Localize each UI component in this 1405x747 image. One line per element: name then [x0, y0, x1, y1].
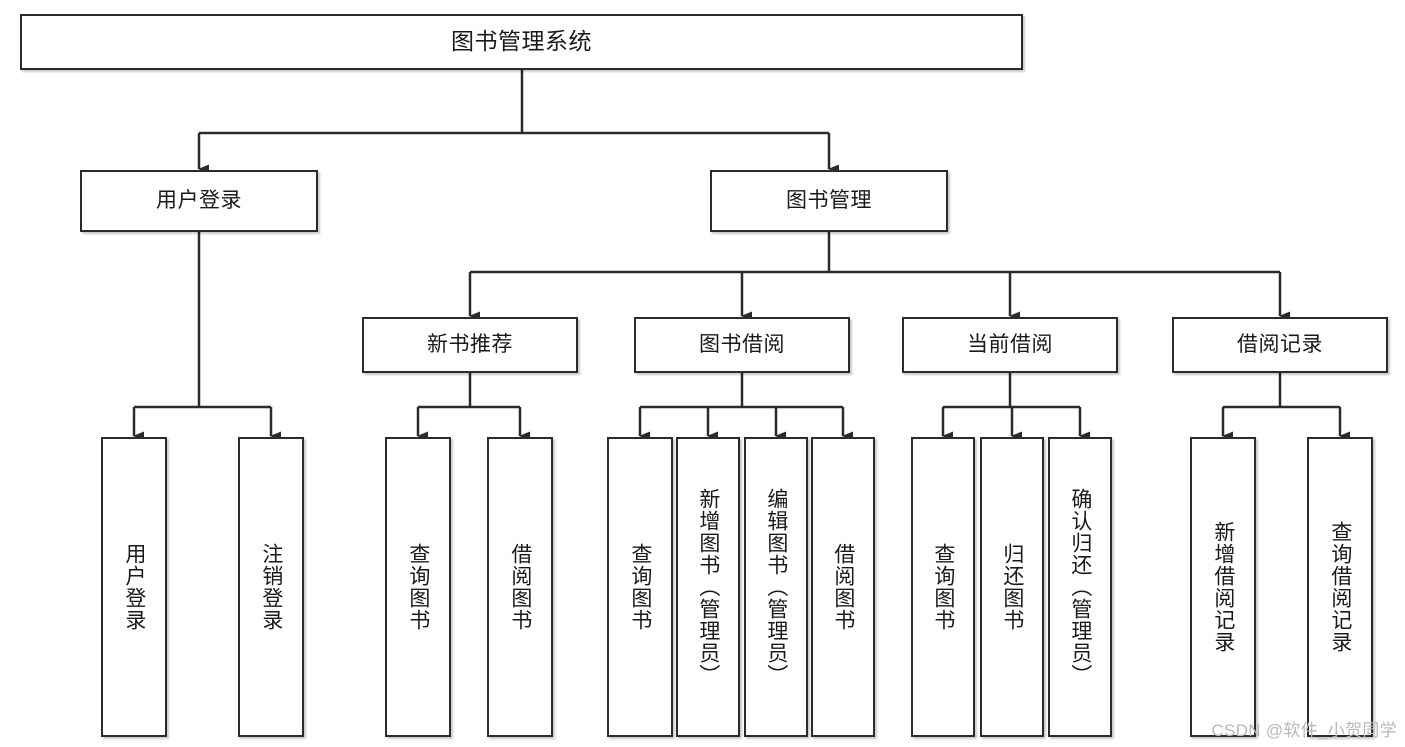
- node-box-leaf-user-login[interactable]: 用户登录: [101, 437, 167, 737]
- connector-group: [132, 70, 1350, 441]
- node-label-leaf-add-record: 新增借阅记录: [1211, 521, 1235, 653]
- node-label-leaf-borrow-book-2: 借阅图书: [831, 543, 855, 631]
- node-label-leaf-query-book-1: 查询图书: [406, 543, 430, 631]
- node-box-borrow-record[interactable]: 借阅记录: [1172, 317, 1388, 373]
- node-label-leaf-edit-book: 编辑图书（管理员）: [764, 488, 788, 686]
- node-label-borrow-record: 借阅记录: [1237, 333, 1323, 357]
- node-box-book-manage[interactable]: 图书管理: [710, 170, 948, 232]
- node-box-leaf-add-record[interactable]: 新增借阅记录: [1190, 437, 1256, 737]
- node-box-leaf-query-record[interactable]: 查询借阅记录: [1307, 437, 1373, 737]
- node-box-root[interactable]: 图书管理系统: [20, 14, 1023, 70]
- node-box-leaf-user-logout[interactable]: 注销登录: [238, 437, 304, 737]
- node-box-user-login[interactable]: 用户登录: [80, 170, 318, 232]
- node-box-leaf-query-book-3[interactable]: 查询图书: [911, 437, 975, 737]
- node-label-leaf-user-logout: 注销登录: [259, 543, 283, 631]
- node-label-root: 图书管理系统: [451, 28, 592, 55]
- node-label-leaf-add-book: 新增图书（管理员）: [696, 488, 720, 686]
- node-label-leaf-query-record: 查询借阅记录: [1328, 521, 1352, 653]
- node-box-leaf-borrow-book-1[interactable]: 借阅图书: [487, 437, 553, 737]
- node-label-user-login: 用户登录: [156, 189, 242, 213]
- node-label-leaf-query-book-3: 查询图书: [931, 543, 955, 631]
- node-box-leaf-edit-book[interactable]: 编辑图书（管理员）: [744, 437, 808, 737]
- node-box-leaf-add-book[interactable]: 新增图书（管理员）: [676, 437, 740, 737]
- node-box-leaf-query-book-2[interactable]: 查询图书: [607, 437, 673, 737]
- node-box-leaf-confirm-return[interactable]: 确认归还（管理员）: [1048, 437, 1112, 737]
- node-box-new-book-rec[interactable]: 新书推荐: [362, 317, 578, 373]
- node-box-leaf-query-book-1[interactable]: 查询图书: [385, 437, 451, 737]
- node-label-book-manage: 图书管理: [786, 189, 872, 213]
- node-label-leaf-confirm-return: 确认归还（管理员）: [1068, 488, 1092, 686]
- node-label-current-borrow: 当前借阅: [967, 333, 1053, 357]
- node-label-leaf-borrow-book-1: 借阅图书: [508, 543, 532, 631]
- node-label-new-book-rec: 新书推荐: [427, 333, 513, 357]
- node-box-leaf-return-book[interactable]: 归还图书: [980, 437, 1044, 737]
- node-label-book-borrow: 图书借阅: [699, 333, 785, 357]
- node-label-leaf-user-login: 用户登录: [122, 543, 146, 631]
- node-label-leaf-query-book-2: 查询图书: [628, 543, 652, 631]
- node-label-leaf-return-book: 归还图书: [1000, 543, 1024, 631]
- node-box-book-borrow[interactable]: 图书借阅: [634, 317, 850, 373]
- node-box-current-borrow[interactable]: 当前借阅: [902, 317, 1118, 373]
- node-box-leaf-borrow-book-2[interactable]: 借阅图书: [811, 437, 875, 737]
